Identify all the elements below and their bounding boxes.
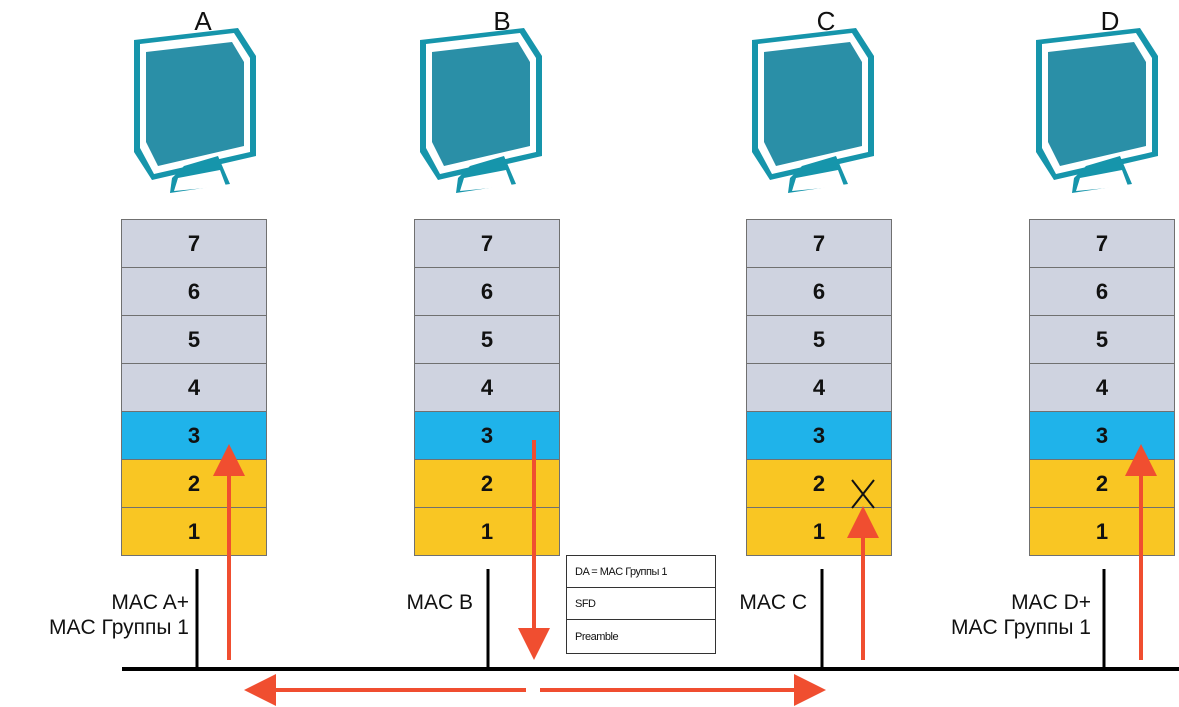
layer-3: 3: [746, 411, 892, 460]
layer-5: 5: [414, 315, 560, 364]
osi-stack-a: 7 6 5 4 3 2 1: [121, 219, 267, 556]
monitor-c-icon: [752, 28, 874, 193]
mac-c-line-1: MAC C: [739, 591, 807, 614]
station-a-label: A: [194, 6, 212, 36]
layer-4: 4: [121, 363, 267, 412]
mac-label-d: MAC D+ MAC Группы 1: [951, 590, 1091, 640]
layer-7: 7: [414, 219, 560, 268]
mac-a-line-1: MAC A+: [111, 591, 189, 614]
frame-field-preamble: Preamble: [575, 630, 619, 643]
monitor-a-icon: [134, 28, 256, 193]
mac-d-line-1: MAC D+: [1011, 591, 1091, 614]
layer-4: 4: [1029, 363, 1175, 412]
layer-6: 6: [121, 267, 267, 316]
mac-label-a: MAC A+ MAC Группы 1: [49, 590, 189, 640]
mac-b-line-1: MAC B: [406, 591, 473, 614]
frame-dropped-cross-icon: [851, 479, 875, 509]
frame-field-sfd: SFD: [567, 588, 715, 620]
ethernet-frame: DA = MAC Группы 1 SFD Preamble: [566, 555, 716, 654]
mac-d-line-2: MAC Группы 1: [951, 616, 1091, 639]
layer-2: 2: [121, 459, 267, 508]
layer-4: 4: [746, 363, 892, 412]
layer-7: 7: [121, 219, 267, 268]
monitor-d-icon: [1036, 28, 1158, 193]
mac-label-b: MAC B: [406, 590, 473, 615]
frame-field-da: DA = MAC Группы 1: [567, 556, 715, 588]
layer-1: 1: [121, 507, 267, 556]
osi-stack-d: 7 6 5 4 3 2 1: [1029, 219, 1175, 556]
mac-a-line-2: MAC Группы 1: [49, 616, 189, 639]
osi-stack-c: 7 6 5 4 3 2 1: [746, 219, 892, 556]
layer-4: 4: [414, 363, 560, 412]
layer-6: 6: [414, 267, 560, 316]
layer-7: 7: [746, 219, 892, 268]
monitor-b-icon: [420, 28, 542, 193]
station-d-label: D: [1100, 6, 1120, 36]
layer-5: 5: [746, 315, 892, 364]
mac-label-c: MAC C: [739, 590, 807, 615]
station-b-label: B: [493, 6, 511, 36]
layer-7: 7: [1029, 219, 1175, 268]
layer-1: 1: [1029, 507, 1175, 556]
layer-5: 5: [121, 315, 267, 364]
station-c-label: C: [816, 6, 836, 36]
